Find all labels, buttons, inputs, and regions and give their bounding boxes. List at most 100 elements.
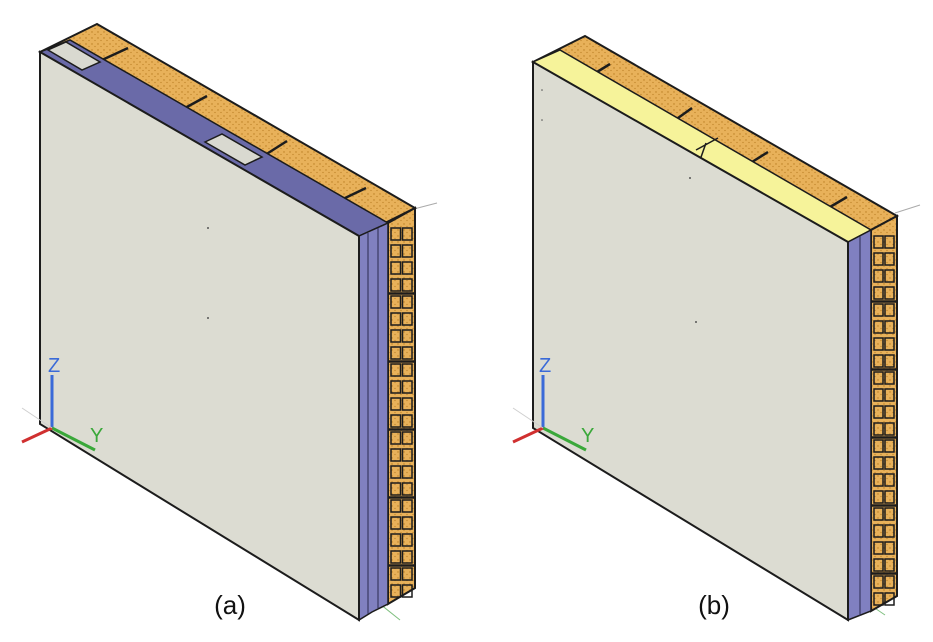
brick-cell bbox=[873, 592, 884, 606]
brick-cell bbox=[390, 414, 402, 428]
brick-cell bbox=[884, 541, 895, 555]
brick-cell bbox=[390, 380, 402, 394]
brick-cell bbox=[401, 380, 413, 394]
brick-cell bbox=[390, 584, 402, 598]
brick-cell bbox=[873, 405, 884, 419]
brick-cell bbox=[873, 320, 884, 334]
brick-cell bbox=[884, 473, 895, 487]
brick-cell bbox=[884, 422, 895, 436]
brick-cell bbox=[884, 507, 895, 521]
brick-cell bbox=[884, 456, 895, 470]
x-axis bbox=[512, 426, 544, 444]
brick-joints bbox=[596, 62, 848, 209]
brick-cell bbox=[390, 227, 402, 241]
brick-cell bbox=[390, 278, 402, 292]
brick-cell bbox=[401, 397, 413, 411]
z-axis-label: Z bbox=[539, 355, 551, 377]
brick-cell bbox=[884, 592, 895, 606]
brick-cell bbox=[401, 567, 413, 581]
caption-a: (a) bbox=[214, 590, 246, 620]
face-marks bbox=[541, 89, 697, 323]
brick-cell bbox=[884, 303, 895, 317]
brick-cell bbox=[884, 490, 895, 504]
brick-cell bbox=[401, 312, 413, 326]
brick-cell bbox=[390, 516, 402, 530]
brick-cell bbox=[873, 269, 884, 283]
grid-guide bbox=[512, 407, 544, 429]
brick-cell bbox=[390, 397, 402, 411]
y-axis-label: Y bbox=[90, 425, 103, 447]
panel-a: Z Y bbox=[21, 22, 438, 622]
brick-cell bbox=[873, 422, 884, 436]
brick-cell bbox=[873, 286, 884, 300]
brick-cell bbox=[884, 286, 895, 300]
brick-cell bbox=[401, 346, 413, 360]
brick-cell bbox=[390, 499, 402, 513]
y-axis bbox=[51, 426, 96, 452]
brick-cell bbox=[873, 507, 884, 521]
brick-cell bbox=[884, 252, 895, 266]
brick-cell bbox=[873, 490, 884, 504]
steel-stud-side bbox=[358, 221, 389, 622]
brick-cell bbox=[884, 558, 895, 572]
brick-cell bbox=[401, 414, 413, 428]
stud-openings bbox=[46, 41, 264, 166]
ucs-axes-b: Z Y bbox=[512, 355, 594, 452]
brick-cell bbox=[873, 541, 884, 555]
guide-line bbox=[894, 204, 921, 214]
brick-cell bbox=[884, 320, 895, 334]
x-axis bbox=[21, 426, 53, 444]
brick-joints bbox=[101, 46, 367, 201]
brick-cell bbox=[873, 252, 884, 266]
brick-cell bbox=[390, 244, 402, 258]
brick-cell bbox=[884, 388, 895, 402]
brick-cell bbox=[873, 473, 884, 487]
z-axis-label: Z bbox=[48, 355, 60, 377]
brick-cell bbox=[873, 439, 884, 453]
face-marks bbox=[207, 227, 209, 319]
brick-cell bbox=[401, 363, 413, 377]
brick-cell bbox=[873, 235, 884, 249]
ucs-axes-a: Z Y bbox=[21, 355, 103, 452]
y-axis-label: Y bbox=[581, 425, 594, 447]
caption-b: (b) bbox=[698, 590, 730, 620]
brick-cell bbox=[873, 558, 884, 572]
brick-cell bbox=[873, 371, 884, 385]
brick-side-column bbox=[387, 206, 416, 606]
brick-cell bbox=[884, 235, 895, 249]
brick-cell bbox=[873, 456, 884, 470]
panel-b: Z Y bbox=[512, 34, 921, 622]
brick-cell-grid bbox=[389, 227, 414, 598]
brick-cell bbox=[390, 312, 402, 326]
brick-cell bbox=[873, 354, 884, 368]
brick-cell bbox=[390, 482, 402, 496]
brick-cell bbox=[390, 567, 402, 581]
brick-cell bbox=[401, 465, 413, 479]
brick-cell bbox=[401, 550, 413, 564]
brick-cell bbox=[401, 261, 413, 275]
brick-cell bbox=[390, 465, 402, 479]
brick-cell bbox=[390, 431, 402, 445]
grid-guide bbox=[21, 407, 53, 429]
drywall-face bbox=[532, 60, 849, 622]
brick-cell bbox=[401, 329, 413, 343]
drywall-face bbox=[39, 50, 360, 622]
brick-cell bbox=[884, 337, 895, 351]
brick-cell bbox=[401, 278, 413, 292]
brick-cell bbox=[884, 524, 895, 538]
brick-cell bbox=[873, 303, 884, 317]
y-axis bbox=[542, 426, 587, 452]
brick-cell bbox=[401, 482, 413, 496]
brick-cell bbox=[401, 448, 413, 462]
brick-cell bbox=[884, 439, 895, 453]
brick-cell bbox=[873, 337, 884, 351]
brick-cell bbox=[884, 405, 895, 419]
brick-cell-grid bbox=[872, 235, 896, 606]
stud-flange-lines bbox=[367, 228, 379, 614]
brick-cell bbox=[390, 346, 402, 360]
brick-cell bbox=[401, 499, 413, 513]
brick-cell bbox=[390, 363, 402, 377]
brick-cell bbox=[390, 261, 402, 275]
brick-cell bbox=[401, 244, 413, 258]
brick-cell bbox=[390, 448, 402, 462]
